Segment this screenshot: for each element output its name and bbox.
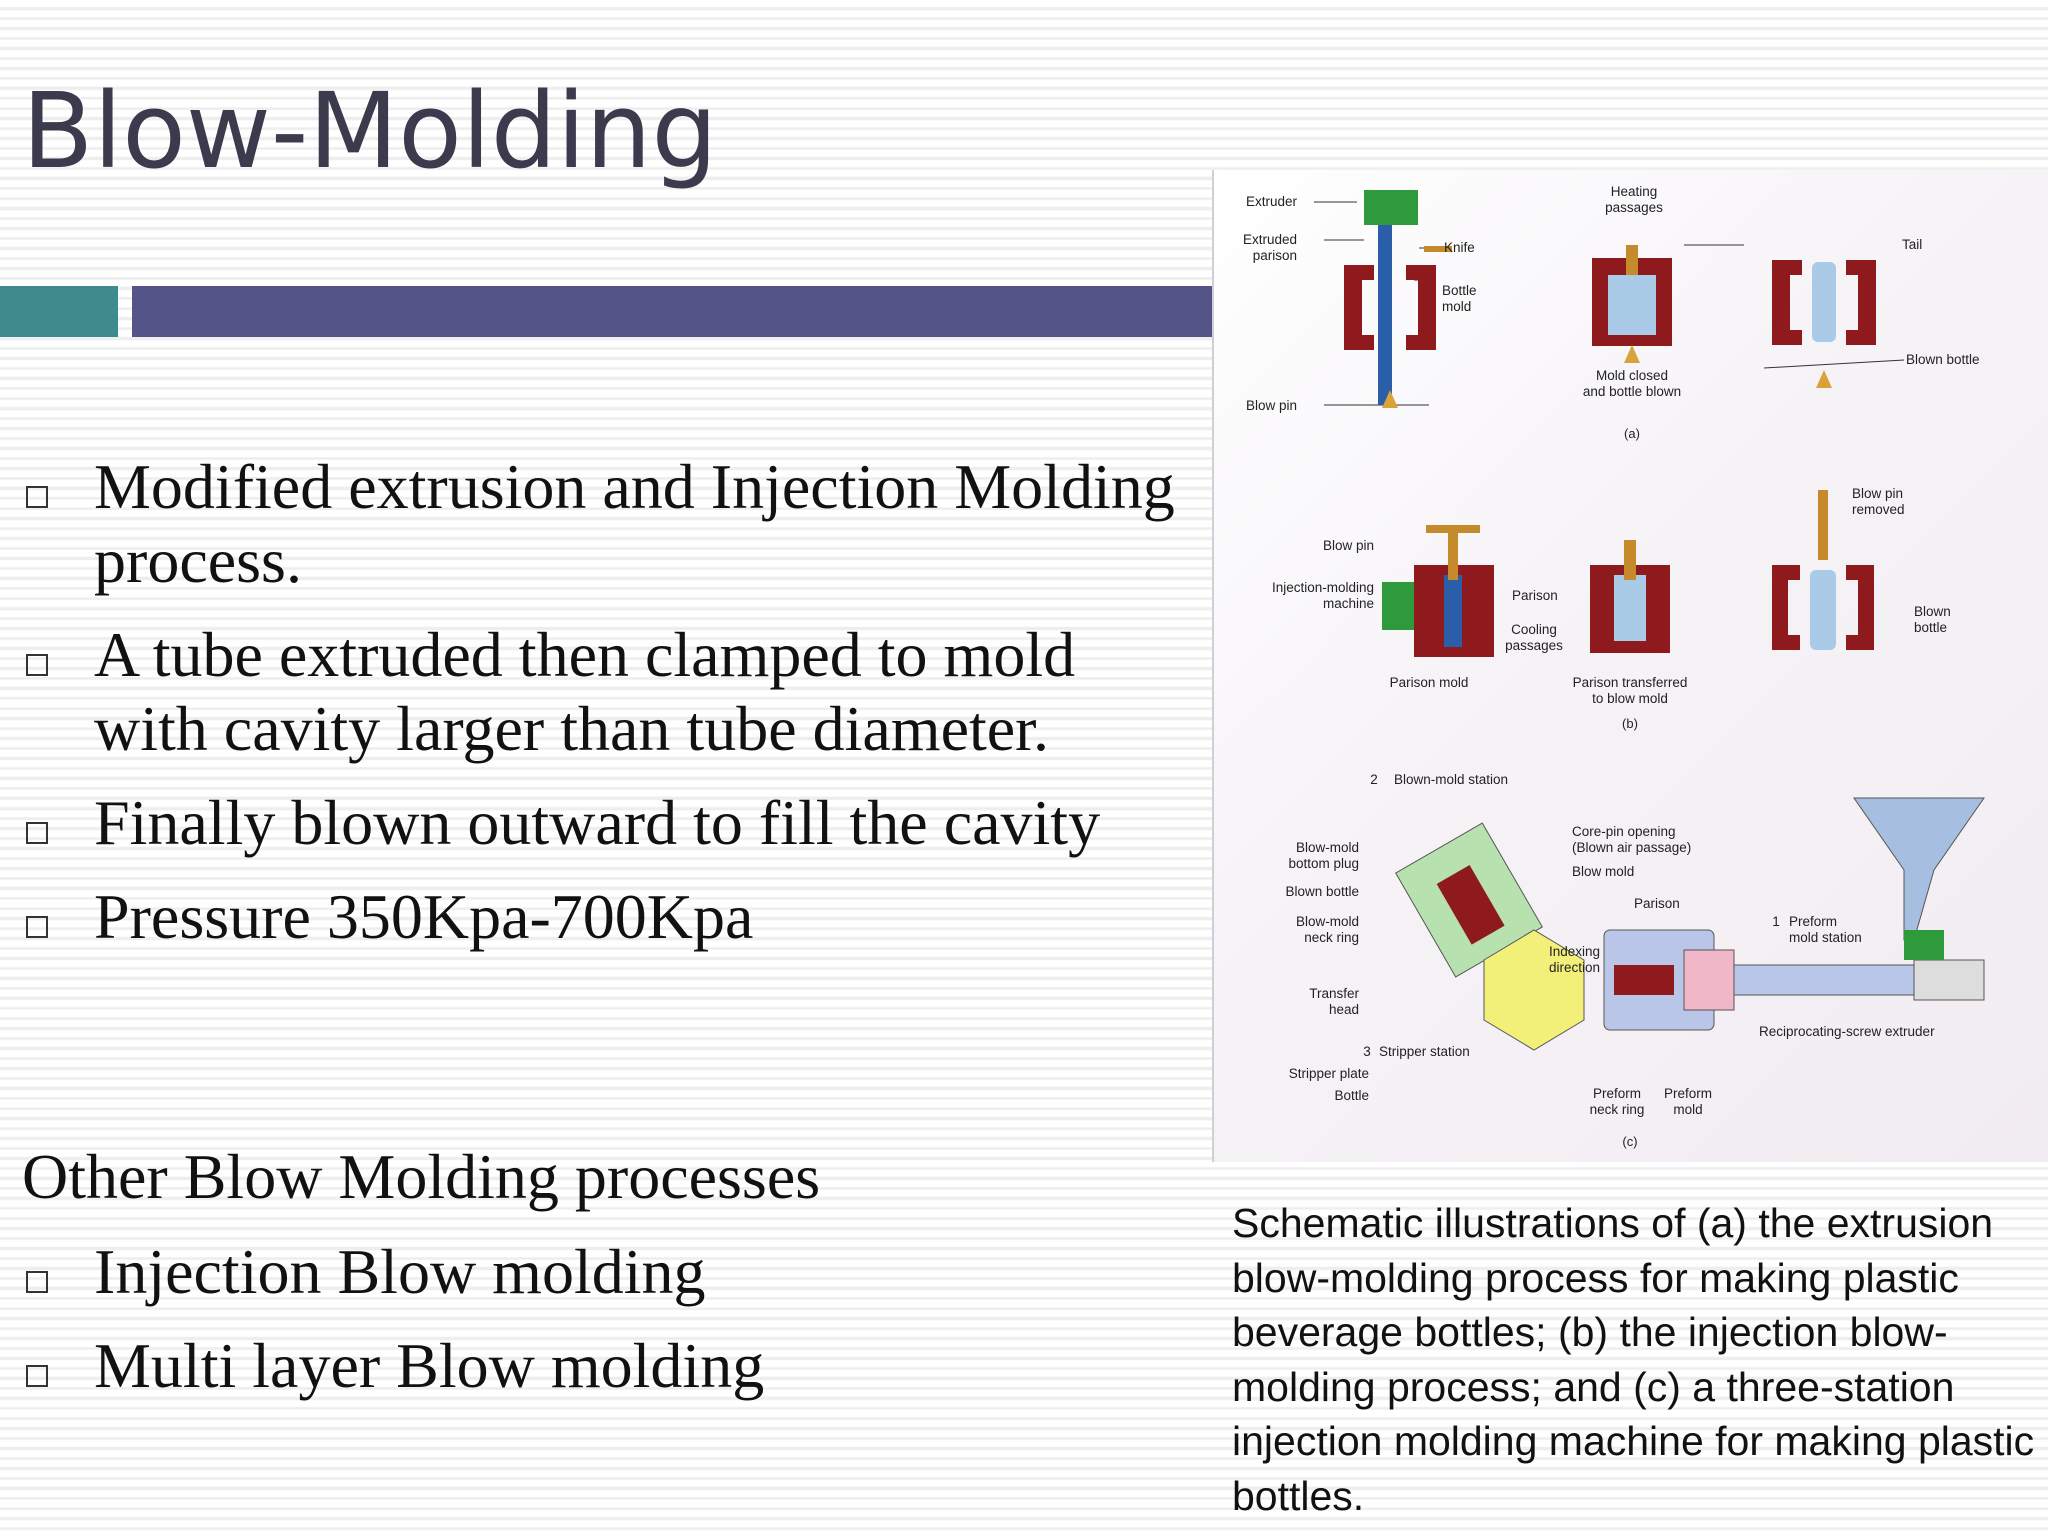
label: and bottle blown bbox=[1583, 384, 1681, 399]
label: Parison transferred bbox=[1573, 675, 1688, 690]
bullet-item: Finally blown outward to fill the cavity bbox=[22, 786, 1202, 860]
part-a-drawing bbox=[1344, 190, 1876, 408]
label: bottom plug bbox=[1288, 856, 1359, 871]
label: Parison bbox=[1512, 588, 1558, 603]
label: Blown bottle bbox=[1285, 884, 1359, 899]
part-b-drawing bbox=[1382, 490, 1874, 657]
station-number: 3 bbox=[1363, 1044, 1371, 1059]
part-letter: (a) bbox=[1624, 426, 1640, 441]
label: Blow pin bbox=[1323, 538, 1374, 553]
label: Mold closed bbox=[1596, 368, 1668, 383]
label: machine bbox=[1323, 596, 1374, 611]
label: removed bbox=[1852, 502, 1905, 517]
label: passages bbox=[1505, 638, 1563, 653]
label: Bottle bbox=[1442, 283, 1477, 298]
part-c-drawing bbox=[1395, 797, 1985, 1051]
label: Blow-mold bbox=[1296, 914, 1359, 929]
part-letter: (c) bbox=[1622, 1134, 1637, 1149]
hollow-square-icon bbox=[26, 916, 48, 938]
station-number: 2 bbox=[1370, 772, 1378, 787]
label: mold bbox=[1673, 1102, 1702, 1117]
label: Blown bbox=[1914, 604, 1951, 619]
label: mold bbox=[1442, 299, 1471, 314]
label: Stripper plate bbox=[1289, 1066, 1369, 1081]
label: Parison bbox=[1634, 896, 1680, 911]
label: Tail bbox=[1902, 237, 1922, 252]
label: neck ring bbox=[1590, 1102, 1645, 1117]
label: Blow-mold bbox=[1296, 840, 1359, 855]
label: Heating bbox=[1611, 184, 1658, 199]
bullet-text: Injection Blow molding bbox=[94, 1236, 706, 1307]
bullet-text: Modified extrusion and Injection Molding… bbox=[94, 451, 1175, 596]
label: Injection-molding bbox=[1272, 580, 1374, 595]
label: Core-pin opening bbox=[1572, 824, 1676, 839]
label: Blown bottle bbox=[1906, 352, 1980, 367]
label: neck ring bbox=[1304, 930, 1359, 945]
hollow-square-icon bbox=[26, 654, 48, 676]
label: bottle bbox=[1914, 620, 1947, 635]
hollow-square-icon bbox=[26, 486, 48, 508]
label: Blow pin bbox=[1246, 398, 1297, 413]
slide-title: Blow-Molding bbox=[22, 70, 718, 192]
label: passages bbox=[1605, 200, 1663, 215]
label: Stripper station bbox=[1379, 1044, 1470, 1059]
label: Extruder bbox=[1246, 194, 1298, 209]
bullet-text: Finally blown outward to fill the cavity bbox=[94, 787, 1101, 858]
title-accent-bar-purple bbox=[132, 286, 1212, 337]
label: Cooling bbox=[1511, 622, 1557, 637]
bullet-text: A tube extruded then clamped to mold wit… bbox=[94, 619, 1076, 764]
bullet-text: Multi layer Blow molding bbox=[94, 1330, 765, 1401]
label: Preform bbox=[1664, 1086, 1712, 1101]
label: parison bbox=[1253, 248, 1297, 263]
label: Parison mold bbox=[1390, 675, 1469, 690]
label: Blown-mold station bbox=[1394, 772, 1508, 787]
label: Indexing bbox=[1549, 944, 1600, 959]
label: mold station bbox=[1789, 930, 1862, 945]
label: Blow pin bbox=[1852, 486, 1903, 501]
bullet-item: Multi layer Blow molding bbox=[22, 1329, 1202, 1403]
label: Transfer bbox=[1309, 986, 1359, 1001]
bullet-item: Modified extrusion and Injection Molding… bbox=[22, 450, 1202, 598]
label: Extruded bbox=[1243, 232, 1297, 247]
label: Reciprocating-screw extruder bbox=[1759, 1024, 1935, 1039]
blow-molding-schematic: Extruder Extruded parison Knife Bottle m… bbox=[1212, 170, 2048, 1162]
part-letter: (b) bbox=[1622, 716, 1638, 731]
schematic-drawing: Extruder Extruded parison Knife Bottle m… bbox=[1243, 184, 1985, 1149]
hollow-square-icon bbox=[26, 1365, 48, 1387]
main-bullet-list: Modified extrusion and Injection Molding… bbox=[22, 450, 1202, 974]
bullet-item: A tube extruded then clamped to mold wit… bbox=[22, 618, 1202, 766]
label: Preform bbox=[1789, 914, 1837, 929]
hollow-square-icon bbox=[26, 1271, 48, 1293]
label: Knife bbox=[1444, 240, 1475, 255]
figure-caption: Schematic illustrations of (a) the extru… bbox=[1232, 1200, 2035, 1519]
bullet-item: Injection Blow molding bbox=[22, 1235, 1202, 1309]
label: head bbox=[1329, 1002, 1359, 1017]
other-processes-heading: Other Blow Molding processes bbox=[22, 1141, 821, 1212]
bullet-text: Pressure 350Kpa-700Kpa bbox=[94, 881, 754, 952]
bullet-item: Pressure 350Kpa-700Kpa bbox=[22, 880, 1202, 954]
hollow-square-icon bbox=[26, 822, 48, 844]
other-bullet-list: Injection Blow molding Multi layer Blow … bbox=[22, 1235, 1202, 1423]
label: to blow mold bbox=[1592, 691, 1668, 706]
title-accent-bar-teal bbox=[0, 286, 118, 337]
label: direction bbox=[1549, 960, 1600, 975]
label: Bottle bbox=[1334, 1088, 1369, 1103]
label: Preform bbox=[1593, 1086, 1641, 1101]
label: (Blown air passage) bbox=[1572, 840, 1691, 855]
label: Blow mold bbox=[1572, 864, 1634, 879]
station-number: 1 bbox=[1772, 914, 1780, 929]
